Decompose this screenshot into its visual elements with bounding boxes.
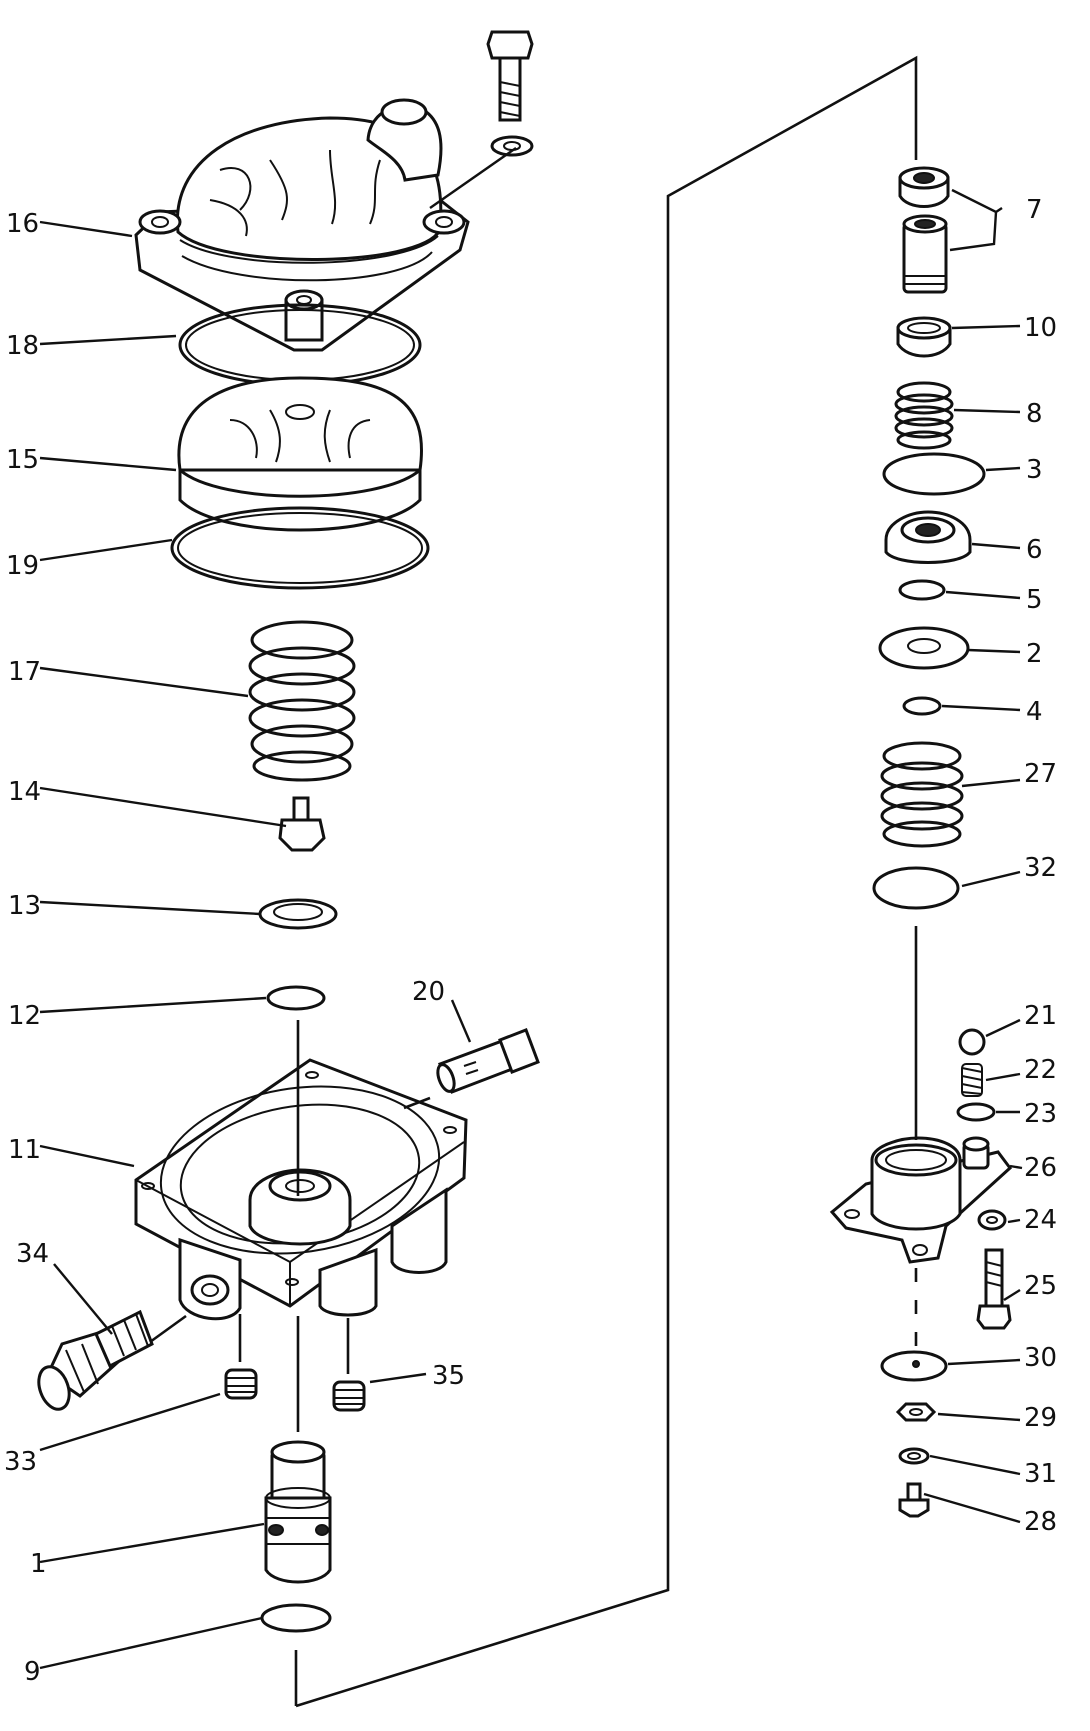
- part-17-spring: [248, 620, 356, 782]
- callout-3: 3: [1026, 455, 1043, 485]
- left-assembly-axis: [294, 1020, 300, 1706]
- callout-8: 8: [1026, 399, 1043, 429]
- part-16-upper-cover: [134, 98, 470, 352]
- part-28-screw: [898, 1482, 930, 1518]
- callout-5: 5: [1026, 585, 1043, 615]
- callout-21: 21: [1024, 1001, 1057, 1031]
- part-33-plug: [224, 1368, 258, 1400]
- part-34-fitting: [37, 1309, 154, 1411]
- assembly-connection-frame: [295, 55, 918, 1708]
- part-25-bolt: [976, 1248, 1012, 1330]
- top-bolt: [486, 30, 534, 122]
- part-14-screw: [278, 796, 326, 852]
- callout-17: 17: [8, 657, 41, 687]
- callout-4: 4: [1026, 697, 1043, 727]
- part-7-valve-seat: [898, 166, 950, 294]
- part-5-o-ring: [898, 579, 946, 601]
- callout-28: 28: [1024, 1507, 1057, 1537]
- part-2-washer: [878, 626, 970, 670]
- callout-30: 30: [1024, 1343, 1057, 1373]
- callout-10: 10: [1024, 313, 1057, 343]
- callout-15: 15: [6, 445, 39, 475]
- callout-24: 24: [1024, 1205, 1057, 1235]
- bolt-washer: [490, 135, 534, 157]
- callout-33: 33: [4, 1447, 37, 1477]
- callout-6: 6: [1026, 535, 1043, 565]
- part-11-body: [134, 1058, 468, 1321]
- part-21-ball: [958, 1028, 986, 1056]
- part-22-spring: [961, 1063, 983, 1097]
- fitting-axis-34: [149, 1314, 187, 1344]
- part-9-o-ring: [260, 1603, 332, 1633]
- part-32-o-ring: [872, 866, 960, 910]
- part-10-cup: [896, 316, 952, 358]
- callout-26: 26: [1024, 1153, 1057, 1183]
- part-19-o-ring: [170, 506, 430, 590]
- callout-35: 35: [432, 1361, 465, 1391]
- part-12-o-ring: [266, 985, 326, 1011]
- callout-22: 22: [1024, 1055, 1057, 1085]
- callout-29: 29: [1024, 1403, 1057, 1433]
- part-6-seat: [884, 510, 972, 564]
- callout-9: 9: [24, 1657, 41, 1687]
- callout-27: 27: [1024, 759, 1057, 789]
- plug-axis-20: [403, 1096, 431, 1110]
- callout-34: 34: [16, 1239, 49, 1269]
- callout-12: 12: [8, 1001, 41, 1031]
- part-8-spring: [894, 381, 954, 450]
- callout-2: 2: [1026, 639, 1043, 669]
- callout-23: 23: [1024, 1099, 1057, 1129]
- part-13-washer: [258, 898, 338, 930]
- callout-31: 31: [1024, 1459, 1057, 1489]
- part-24-washer: [977, 1209, 1007, 1231]
- part-1-valve: [264, 1440, 332, 1584]
- part-29-nut: [895, 1402, 937, 1422]
- part-23-o-ring: [956, 1102, 996, 1122]
- part-31-washer: [898, 1447, 930, 1465]
- part-15-diaphragm: [177, 376, 423, 532]
- part-26-housing: [829, 1136, 1013, 1264]
- part-4-o-ring: [902, 696, 942, 716]
- callout-25: 25: [1024, 1271, 1057, 1301]
- callout-20: 20: [412, 977, 445, 1007]
- part-3-o-ring: [882, 452, 986, 496]
- callout-11: 11: [8, 1135, 41, 1165]
- part-30-disc: [880, 1350, 948, 1382]
- callout-14: 14: [8, 777, 41, 807]
- callout-18: 18: [6, 331, 39, 361]
- part-20-plug: [436, 1028, 540, 1094]
- callout-16: 16: [6, 209, 39, 239]
- callout-19: 19: [6, 551, 39, 581]
- callout-1: 1: [30, 1549, 47, 1579]
- callout-13: 13: [8, 891, 41, 921]
- callout-7: 7: [1026, 195, 1043, 225]
- part-35-plug: [332, 1380, 366, 1412]
- leader-lines: [39, 147, 1023, 1670]
- part-27-spring: [880, 741, 964, 848]
- callout-32: 32: [1024, 853, 1057, 883]
